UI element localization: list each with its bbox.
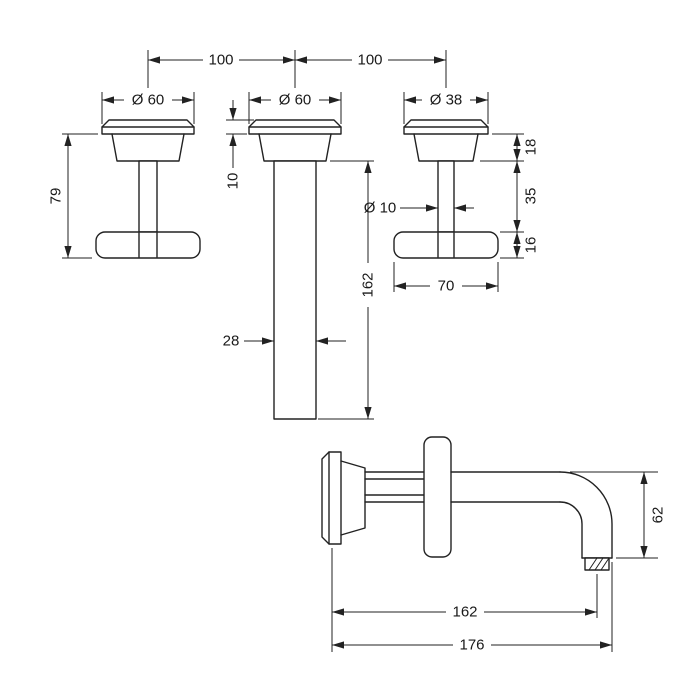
dim-mount-tube-length: 162 [318,160,377,420]
dim-right-depth-chain: 18 35 16 [480,133,540,259]
dim-label-spout-drop: 62 [650,507,667,524]
dim-label-escutcheon-depth: 10 [225,173,242,190]
dim-label-left-height: 79 [48,188,65,205]
spout-side-view [321,436,613,571]
dim-right-escutcheon-dia: Ø 38 [403,92,489,124]
dim-label-right-depth-bottom: 16 [523,237,540,254]
dim-left-escutcheon-dia: Ø 60 [101,92,195,124]
spout-bend-inner [559,501,583,559]
dim-label-stem-dia: Ø 10 [364,200,397,217]
dim-label-spacing-left: 100 [208,52,233,69]
left-cross-handle [95,231,201,259]
dim-label-left-dia: Ø 60 [132,92,165,109]
dim-label-handle-width: 70 [438,278,455,295]
dim-label-spout-total-reach: 176 [459,637,484,654]
dim-label-right-depth-mid: 35 [523,188,540,205]
dim-label-right-depth-top: 18 [523,139,540,156]
spout-mount-tube [273,160,317,420]
dim-label-mount-tube-width: 28 [223,333,240,350]
spout-neck [364,471,425,503]
dim-spout-total-reach: 176 [332,562,613,654]
right-handle-front-view [393,119,499,259]
wall-escutcheon-dome [340,460,366,536]
right-handle-stem [437,160,455,233]
dim-center-escutcheon-dia: Ø 60 [248,92,342,124]
left-handle-stem [138,160,158,233]
spout-bend-outer [559,471,613,559]
spout-front-view [248,119,342,420]
dim-label-spout-reach: 162 [452,604,477,621]
dim-label-center-dia: Ø 60 [279,92,312,109]
right-cross-handle [393,231,499,259]
dim-spout-reach: 162 [331,548,598,652]
left-handle-front-view [95,119,201,259]
dim-stem-dia: Ø 10 [364,200,474,217]
spout-tube [450,471,561,503]
dim-left-handle-height: 79 [48,133,98,259]
left-escutcheon-body [111,133,185,162]
spout-collar [423,436,452,558]
dim-escutcheon-depth: 10 [225,100,254,190]
dim-spout-drop: 62 [570,471,667,559]
dim-spacing: 100 100 [147,50,447,88]
spout-escutcheon-body [258,133,332,162]
right-escutcheon-body [413,133,479,162]
dim-label-right-dia: Ø 38 [430,92,463,109]
dim-mount-tube-width: 28 [223,333,346,350]
dim-handle-width: 70 [393,262,499,295]
dim-label-spacing-right: 100 [357,52,382,69]
wall-escutcheon-side [321,451,342,545]
dim-label-mount-tube-length: 162 [360,272,377,297]
